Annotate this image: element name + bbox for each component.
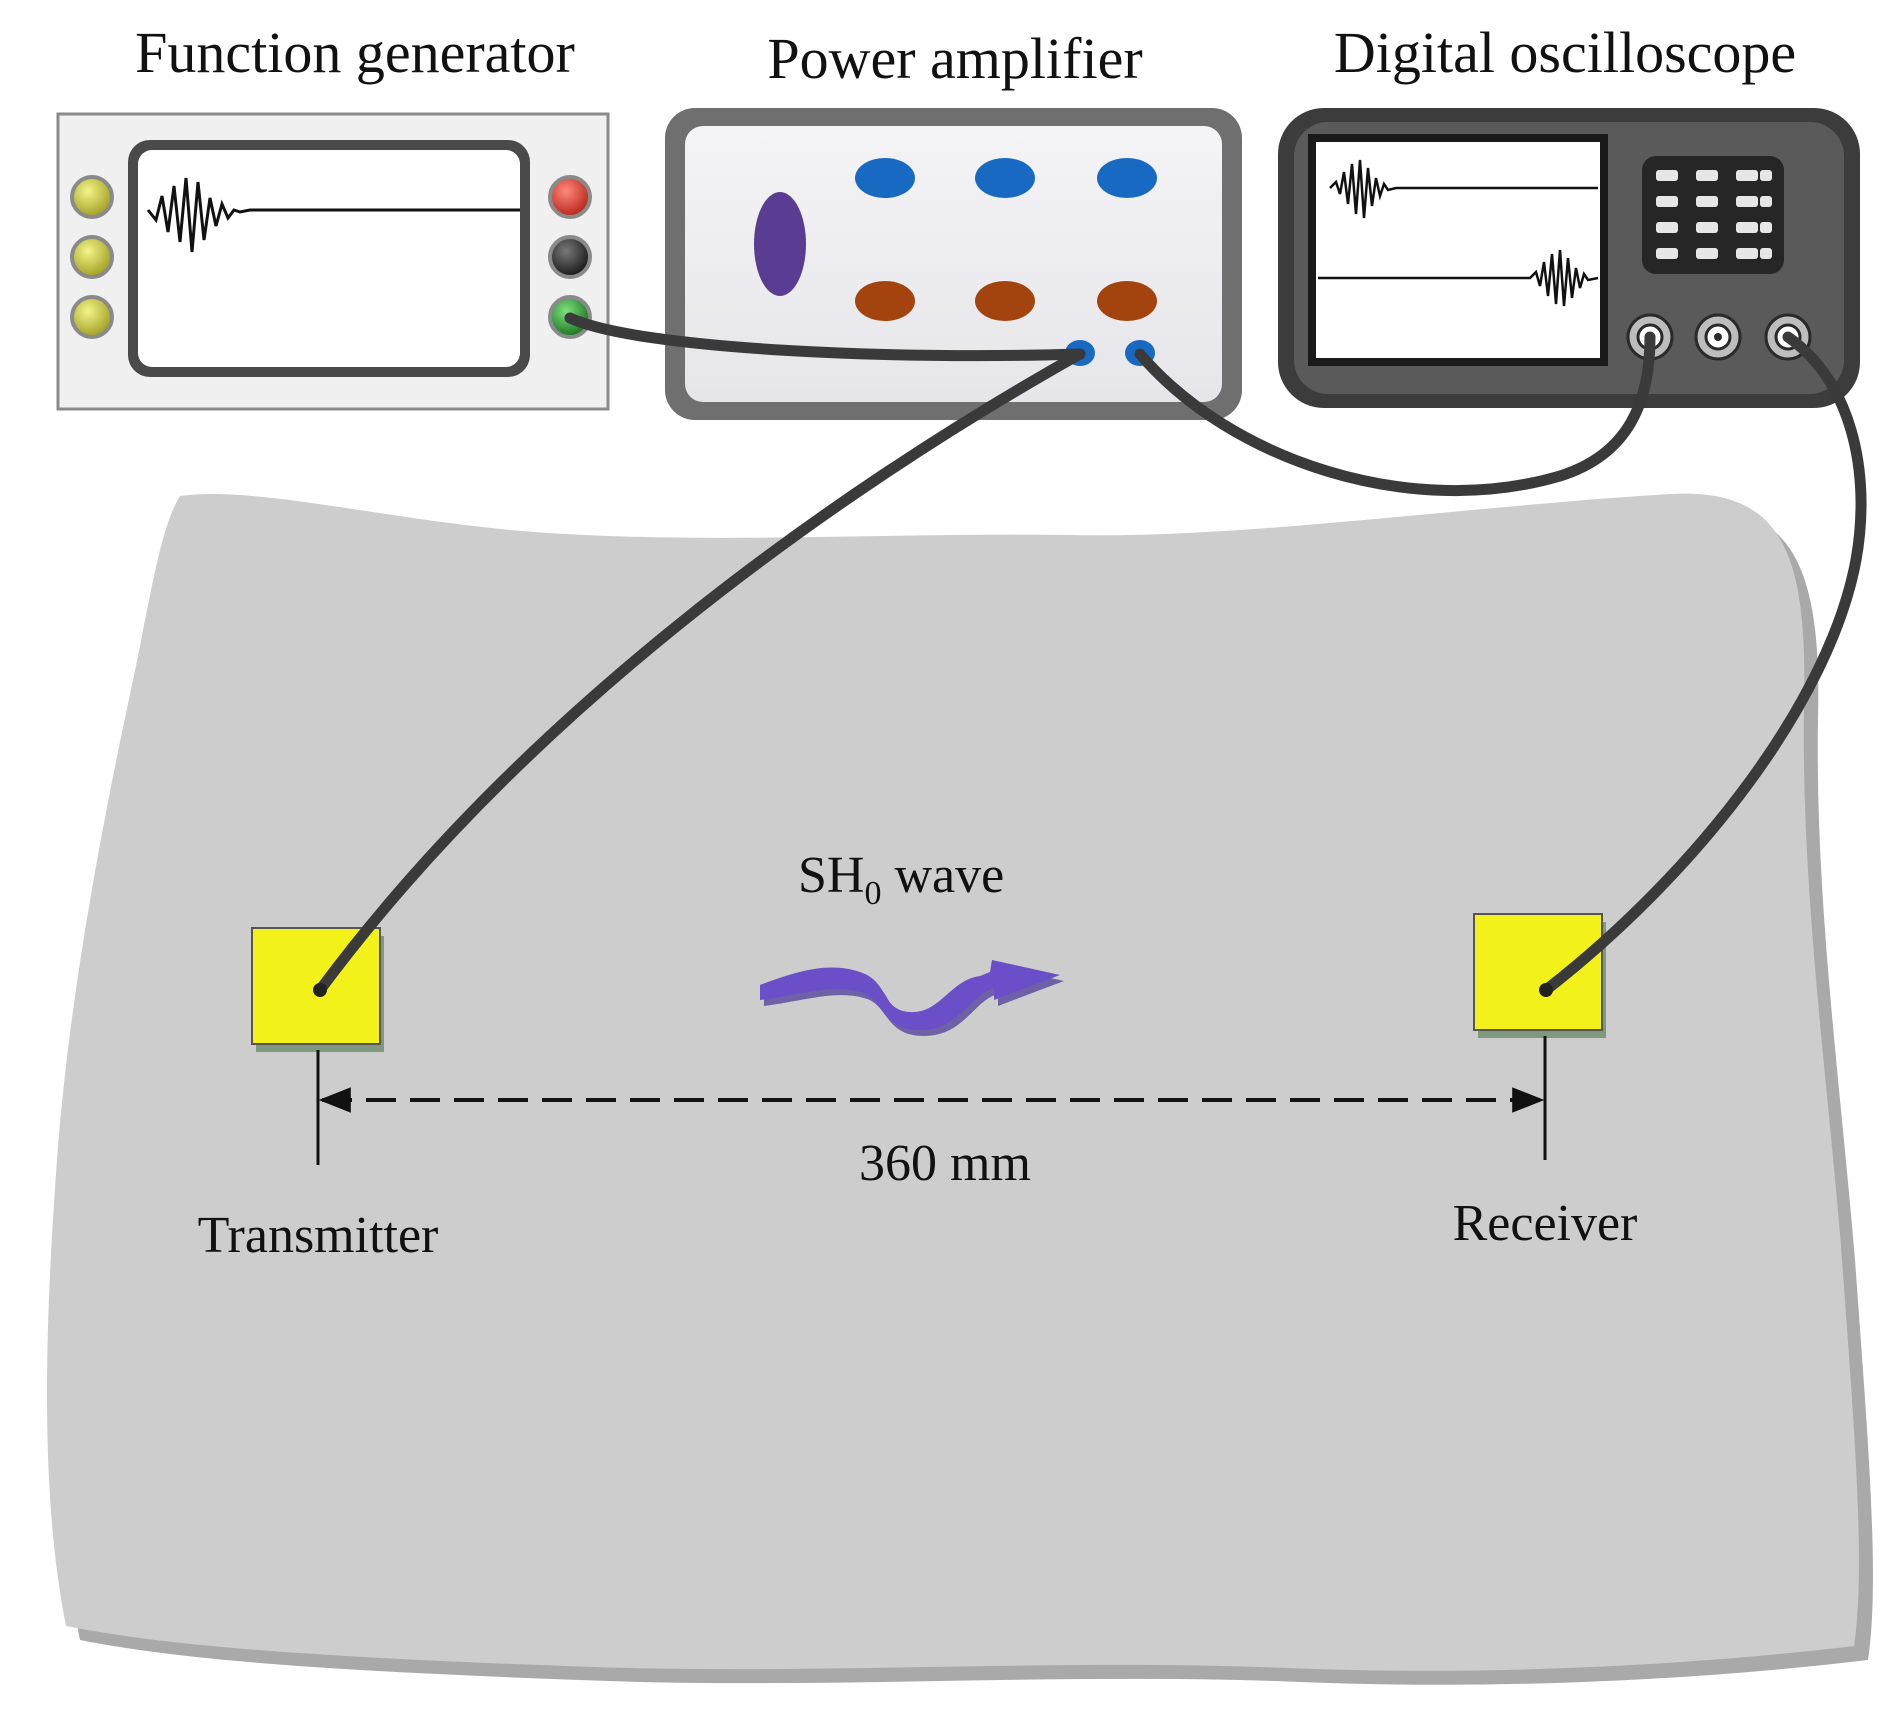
- transmitter-cable-tip: [313, 983, 327, 997]
- transmitter-label: Transmitter: [198, 1207, 439, 1264]
- amp-knob-blue-1[interactable]: [855, 158, 915, 198]
- oscilloscope-keys[interactable]: [1656, 170, 1772, 259]
- function-generator: [56, 112, 610, 411]
- amp-knob-blue-3[interactable]: [1097, 158, 1157, 198]
- amp-knob-brown-3[interactable]: [1097, 281, 1157, 321]
- oscilloscope-channel-2-connector[interactable]: [1694, 313, 1742, 361]
- amp-knob-brown-1[interactable]: [855, 281, 915, 321]
- wavy-arrow-icon: [760, 960, 1064, 1036]
- oscilloscope-trace-received: [1318, 249, 1599, 307]
- oscilloscope-trace-transmitted: [1329, 159, 1598, 219]
- receiver-transducer[interactable]: [1473, 913, 1606, 1038]
- function-generator-label: Function generator: [135, 20, 575, 85]
- cable-receiver-to-oscilloscope: [1540, 331, 1867, 996]
- wave-label-subscript: 0: [864, 875, 881, 912]
- cable-generator-to-amplifier: [564, 312, 1086, 362]
- digital-oscilloscope: [1278, 108, 1860, 408]
- fg-button-black[interactable]: [548, 235, 592, 279]
- power-amplifier-face: [685, 126, 1222, 402]
- fg-button-yellow-1[interactable]: [70, 175, 114, 219]
- wave-label-name: SH: [798, 847, 864, 904]
- function-generator-waveform: [146, 177, 520, 253]
- plate-specimen: [47, 493, 1873, 1685]
- fg-button-yellow-3[interactable]: [70, 295, 114, 339]
- amp-knob-blue-2[interactable]: [975, 158, 1035, 198]
- distance-label: 360 mm: [859, 1135, 1031, 1192]
- wave-label-suffix: wave: [881, 847, 1004, 904]
- wave-label: SH0 wave: [798, 847, 1004, 912]
- power-amplifier: [665, 108, 1242, 420]
- power-amplifier-label: Power amplifier: [767, 26, 1142, 91]
- fg-button-red[interactable]: [548, 175, 592, 219]
- digital-oscilloscope-label: Digital oscilloscope: [1334, 20, 1796, 85]
- function-generator-screen: [138, 150, 520, 367]
- receiver-label: Receiver: [1453, 1195, 1638, 1252]
- dimension-indicator: [316, 1036, 1547, 1165]
- amp-knob-purple[interactable]: [754, 192, 806, 296]
- fg-button-yellow-2[interactable]: [70, 235, 114, 279]
- cables: [314, 312, 1867, 996]
- receiver-cable-tip: [1539, 983, 1553, 997]
- oscilloscope-keypad: [1642, 156, 1784, 274]
- amp-knob-brown-2[interactable]: [975, 281, 1035, 321]
- oscilloscope-screen: [1316, 142, 1600, 358]
- cable-amplifier-to-transmitter: [314, 348, 1086, 996]
- cable-amplifier-to-oscilloscope: [1134, 331, 1656, 497]
